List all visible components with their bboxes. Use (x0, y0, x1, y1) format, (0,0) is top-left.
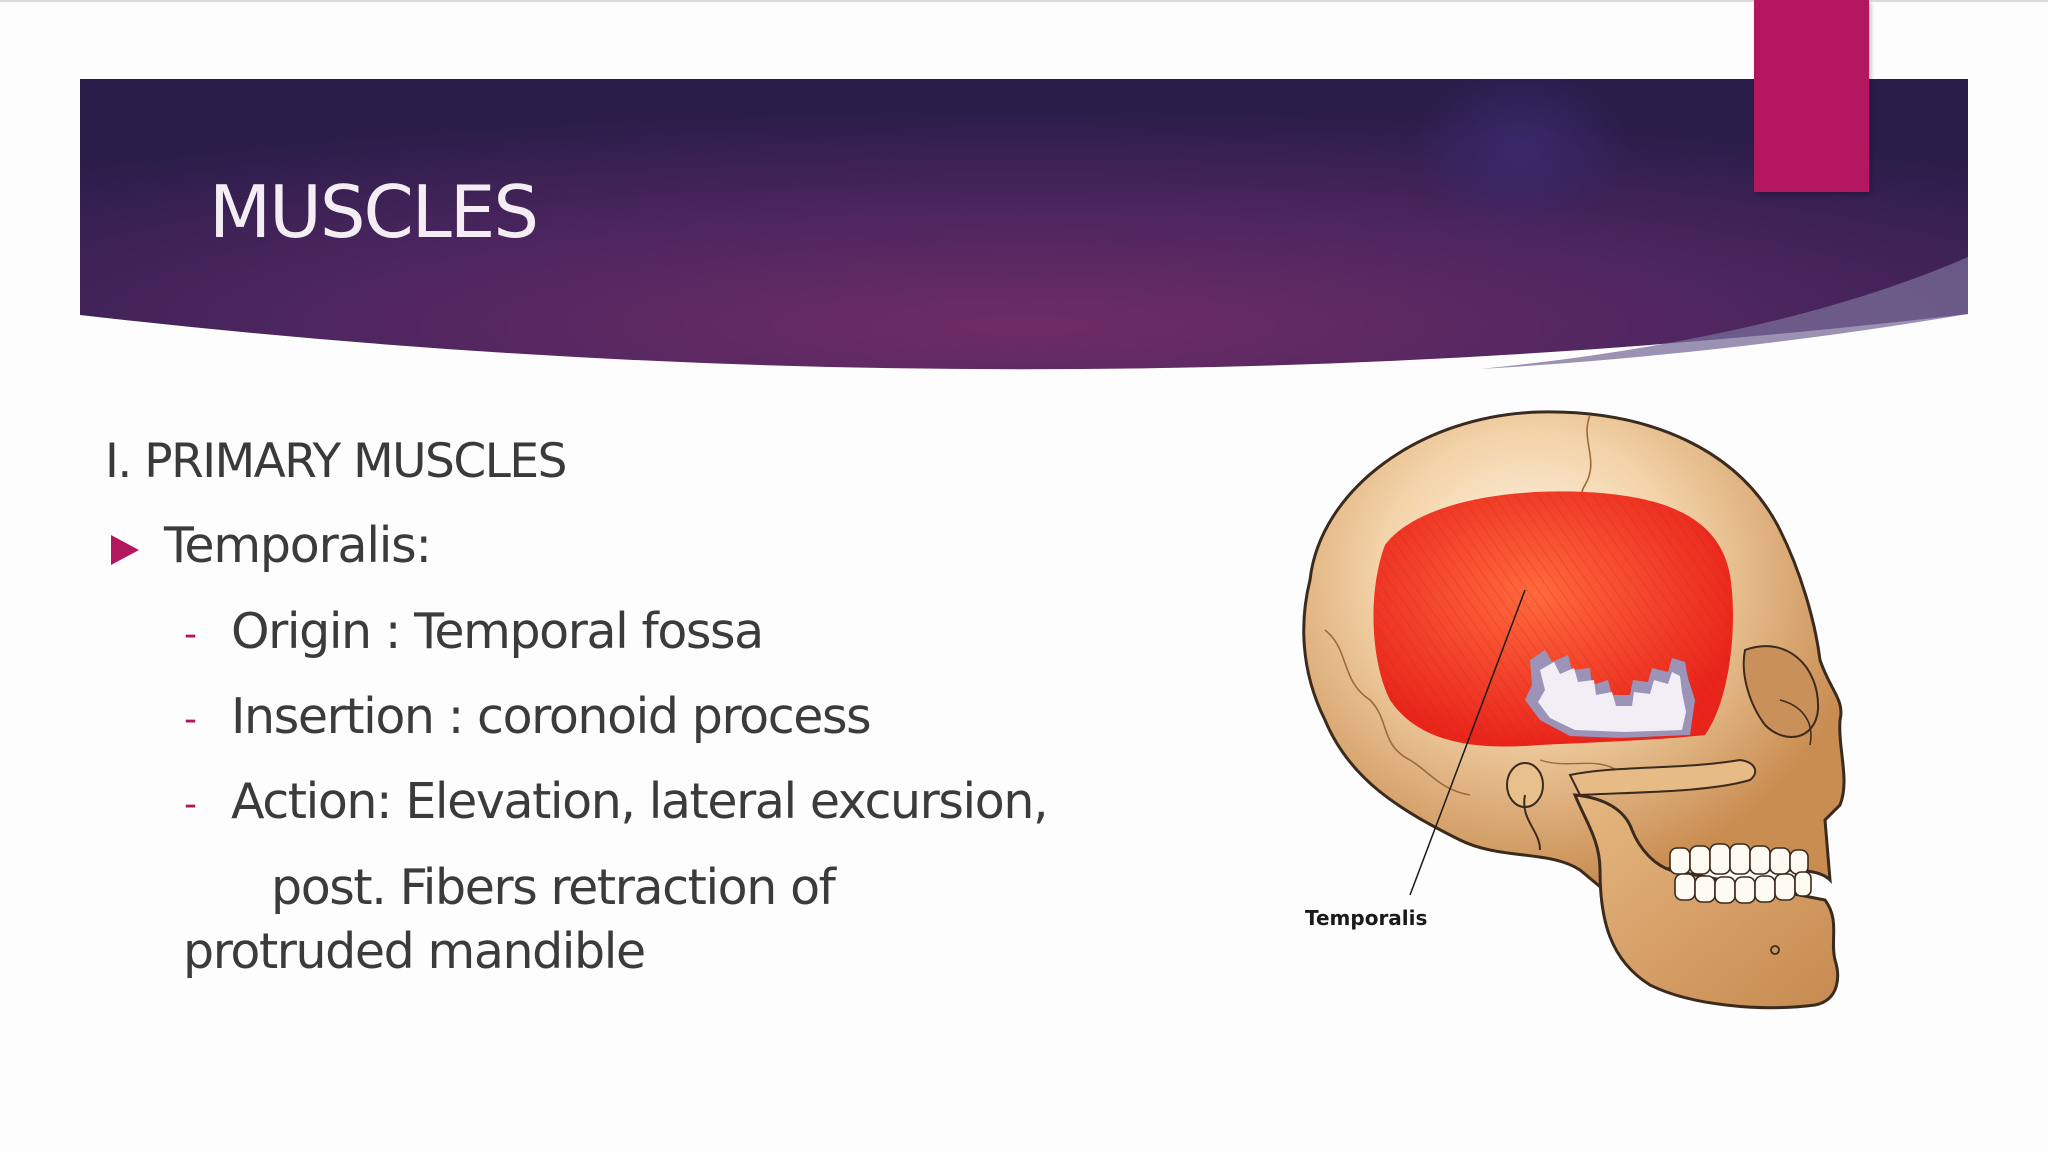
triangle-bullet-icon (111, 535, 139, 565)
sub-item-origin: Origin : Temporal fossa (231, 603, 764, 660)
illustration-label: Temporalis (1305, 906, 1428, 930)
sub-bullet-dash: - (184, 784, 197, 825)
title-banner (80, 79, 1968, 383)
temporalis-skull-illustration (1240, 400, 1860, 1020)
sub-bullet-dash: - (184, 614, 197, 655)
action-continuation: post. Fibers retraction of (271, 859, 836, 916)
sub-item-action: Action: Elevation, lateral excursion, (231, 773, 1049, 830)
accent-tab (1754, 0, 1869, 192)
top-rule (0, 0, 2048, 2)
section-heading: I. PRIMARY MUSCLES (105, 434, 567, 489)
action-continuation: protruded mandible (183, 923, 646, 980)
sub-bullet-dash: - (184, 699, 197, 740)
slide-title: MUSCLES (209, 170, 539, 254)
bullet-temporalis: Temporalis: (164, 517, 432, 574)
sub-item-insertion: Insertion : coronoid process (231, 688, 872, 745)
